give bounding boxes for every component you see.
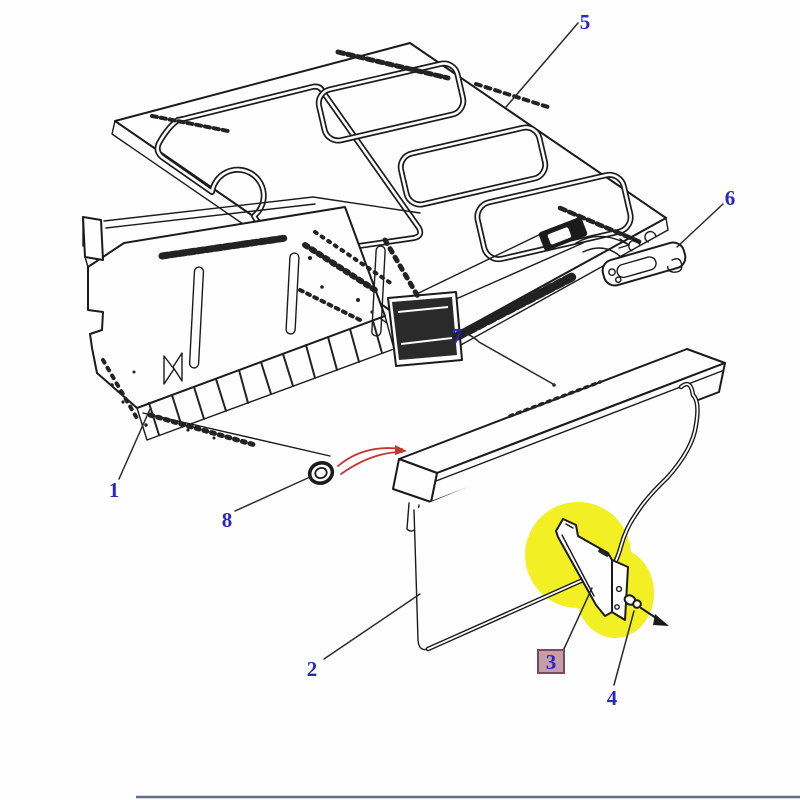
bracket3-inner-edge xyxy=(561,534,595,597)
bracket3-side-plate xyxy=(611,559,629,621)
part-8-grommet xyxy=(307,461,335,485)
part-6-clip-bracket xyxy=(601,230,687,287)
callout-7: 7 xyxy=(452,324,463,348)
callout-8: 8 xyxy=(222,508,233,532)
panel1-lower-line xyxy=(142,412,331,457)
panel1-slot-a xyxy=(188,266,205,369)
rail-stipple xyxy=(508,380,602,418)
screw-head xyxy=(632,599,642,609)
leader-6 xyxy=(676,203,724,248)
panel1-bowtie-mark xyxy=(163,352,183,385)
callout-1: 1 xyxy=(109,478,120,502)
panel1-slot-b xyxy=(285,252,300,335)
highlighted-callout-box xyxy=(537,649,565,674)
tray-channel-front-hatch xyxy=(392,297,457,360)
tray-opening-right-upper xyxy=(397,124,549,208)
leader-8 xyxy=(234,476,311,512)
panel1-left-flange xyxy=(82,216,104,261)
tray-opening-mid xyxy=(315,60,467,144)
callout-6: 6 xyxy=(725,186,736,210)
tray-stipple-shading xyxy=(150,49,643,341)
leader-7 xyxy=(466,333,554,385)
leader-4 xyxy=(613,610,635,686)
callout-labels: 5 6 7 8 1 2 4 3 xyxy=(109,10,736,710)
install-direction-arrow xyxy=(337,445,407,475)
part-1-side-panel xyxy=(82,196,423,457)
leader-2 xyxy=(323,593,421,660)
callout-3: 3 xyxy=(546,650,557,674)
rail-lip-line xyxy=(435,370,723,482)
panel1-face xyxy=(87,206,386,409)
tray-channel-edges xyxy=(397,230,584,304)
under-tray-stipple xyxy=(298,230,423,322)
part-7-top-rail xyxy=(392,348,726,532)
tray-latch-clip xyxy=(538,217,588,251)
motion-arrow xyxy=(575,235,630,258)
part-3-bracket xyxy=(555,518,629,621)
callout-2: 2 xyxy=(307,657,318,681)
leader-lines xyxy=(118,22,724,686)
bracket3-hole-1 xyxy=(615,585,623,593)
callout-4: 4 xyxy=(607,686,618,710)
leader-1 xyxy=(118,408,151,480)
part-4-screw xyxy=(623,594,669,626)
leader-5 xyxy=(505,22,579,108)
callout-5: 5 xyxy=(580,10,591,34)
panel1-top-hem xyxy=(103,196,421,229)
screw-tip xyxy=(653,614,669,626)
panel1-stipple xyxy=(101,358,258,448)
leader-3 xyxy=(562,587,593,652)
panel1-slot-horizontal xyxy=(158,234,290,260)
panel1-hem-hatch xyxy=(148,320,383,436)
part-5-floor-tray xyxy=(111,42,669,367)
panel2-edges xyxy=(413,381,700,652)
bracket3-hole-2 xyxy=(614,604,620,610)
